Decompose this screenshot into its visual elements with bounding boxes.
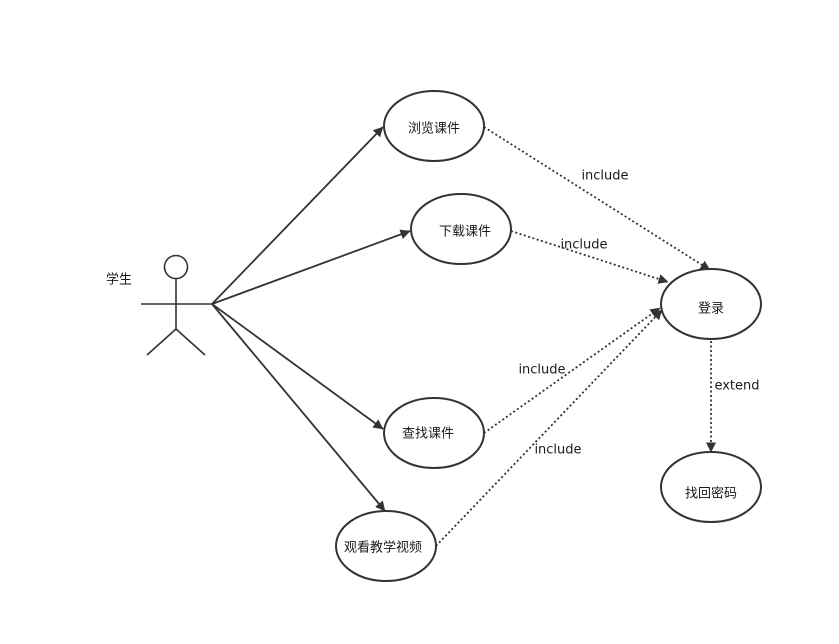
edges-layer: include include include include extend bbox=[211, 126, 760, 547]
dependency-video-login bbox=[435, 309, 663, 547]
usecase-search[interactable]: 查找课件 bbox=[383, 397, 485, 469]
dependency-search-login bbox=[483, 307, 661, 434]
association-browse bbox=[211, 126, 384, 305]
actor-student[interactable]: 学生 bbox=[106, 254, 212, 356]
usecase-video[interactable]: 观看教学视频 bbox=[335, 510, 437, 582]
dependency-download-login bbox=[510, 230, 669, 284]
usecase-browse[interactable]: 浏览课件 bbox=[383, 90, 485, 162]
usecase-search-shape bbox=[383, 397, 485, 469]
association-search bbox=[211, 303, 384, 430]
actor-left-leg bbox=[146, 328, 177, 356]
usecase-login-shape bbox=[660, 268, 762, 340]
association-download bbox=[211, 229, 411, 305]
dependency-label-download-login: include bbox=[560, 238, 607, 253]
usecase-recover-shape bbox=[660, 451, 762, 523]
usecase-browse-label: 浏览课件 bbox=[408, 121, 460, 137]
usecase-login[interactable]: 登录 bbox=[660, 268, 762, 340]
usecase-video-label: 观看教学视频 bbox=[344, 540, 422, 556]
usecase-search-label: 查找课件 bbox=[402, 427, 454, 442]
actor-right-leg bbox=[175, 328, 206, 356]
dependency-label-login-recover: extend bbox=[714, 379, 759, 394]
usecase-browse-shape bbox=[383, 90, 485, 162]
usecase-download-shape bbox=[410, 193, 512, 265]
usecase-recover-label: 找回密码 bbox=[685, 486, 737, 502]
usecase-login-label: 登录 bbox=[698, 302, 724, 317]
dependency-label-search-login: include bbox=[518, 363, 565, 378]
usecase-recover[interactable]: 找回密码 bbox=[660, 451, 762, 523]
usecase-download[interactable]: 下载课件 bbox=[410, 193, 512, 265]
actor-label: 学生 bbox=[106, 272, 132, 288]
dependency-label-browse-login: include bbox=[581, 169, 628, 184]
dependency-label-video-login: include bbox=[534, 443, 581, 458]
usecase-download-label: 下载课件 bbox=[439, 225, 491, 240]
actor-head bbox=[163, 254, 189, 280]
usecase-video-shape bbox=[335, 510, 437, 582]
association-video bbox=[211, 303, 386, 512]
